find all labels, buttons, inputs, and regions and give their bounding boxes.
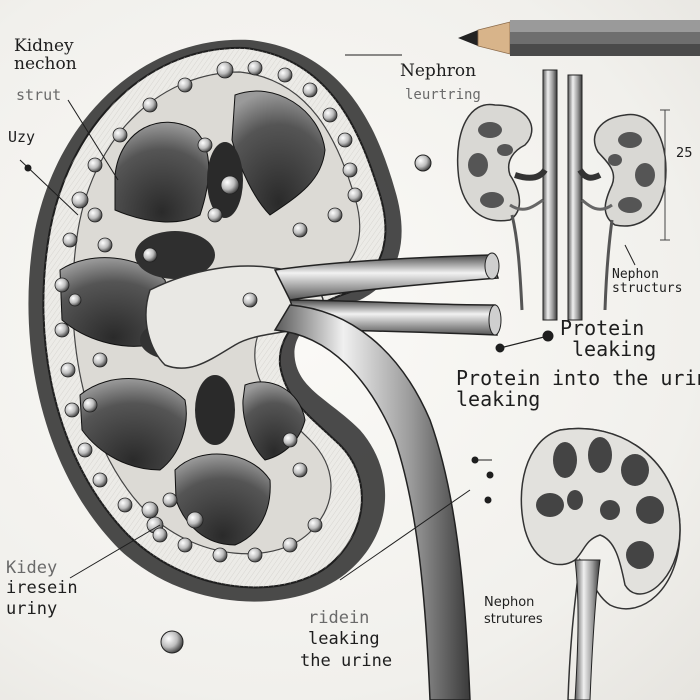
label-line: the urine (300, 650, 393, 671)
leader-lines (19, 54, 636, 654)
label-into-the-urin: into the urin (552, 366, 700, 390)
label-nephron-top: Nephron (400, 61, 477, 81)
label-kidey-iresein-uriny: Kidey iresein uriny (6, 558, 78, 619)
label-scale-25: 25 (676, 146, 693, 161)
label-line: Kidney (14, 36, 74, 56)
label-line: ridein (308, 608, 370, 628)
label-line: iresein (6, 578, 78, 599)
pyramid (231, 90, 326, 216)
label-line: strutures (484, 611, 543, 627)
label-nephon-structurs: Nephon structurs (612, 268, 682, 295)
nephron-structures-diagram (456, 69, 670, 321)
main-kidney (28, 39, 502, 700)
label-protein-leaking-2: Protein leaking (456, 368, 540, 410)
label-ridein-leaking-urine: ridein leaking the urine (300, 608, 392, 672)
label-line: nechon (14, 53, 77, 74)
label-line: structurs (612, 280, 683, 296)
label-line: leaking (572, 337, 657, 361)
pyramid (79, 378, 187, 471)
pyramid (114, 121, 210, 223)
label-line: leaking (456, 387, 541, 411)
pencil-icon (458, 20, 700, 56)
small-kidney-bottom (520, 427, 681, 700)
protein-beads (54, 60, 363, 563)
small-kidney-left (456, 103, 533, 222)
label-nephon-strutures: Nephon strutures (484, 595, 543, 629)
label-line: leaking (308, 629, 380, 650)
label-strut: strut (16, 86, 62, 104)
label-line: uriny (6, 598, 58, 619)
label-line: Nephon (484, 595, 535, 610)
label-line: Protein (456, 366, 541, 390)
renal-pyramids (59, 90, 326, 546)
label-line: Nephon (612, 267, 659, 282)
label-line: Protein (560, 316, 645, 340)
label-line: Kidey (6, 558, 58, 578)
label-protein-leaking-1: Protein leaking (560, 318, 656, 360)
label-kidney-nechon: Kidney nechon (14, 36, 77, 74)
label-leurtring: leurtring (405, 87, 481, 103)
label-uzy: Uzy (8, 128, 36, 146)
